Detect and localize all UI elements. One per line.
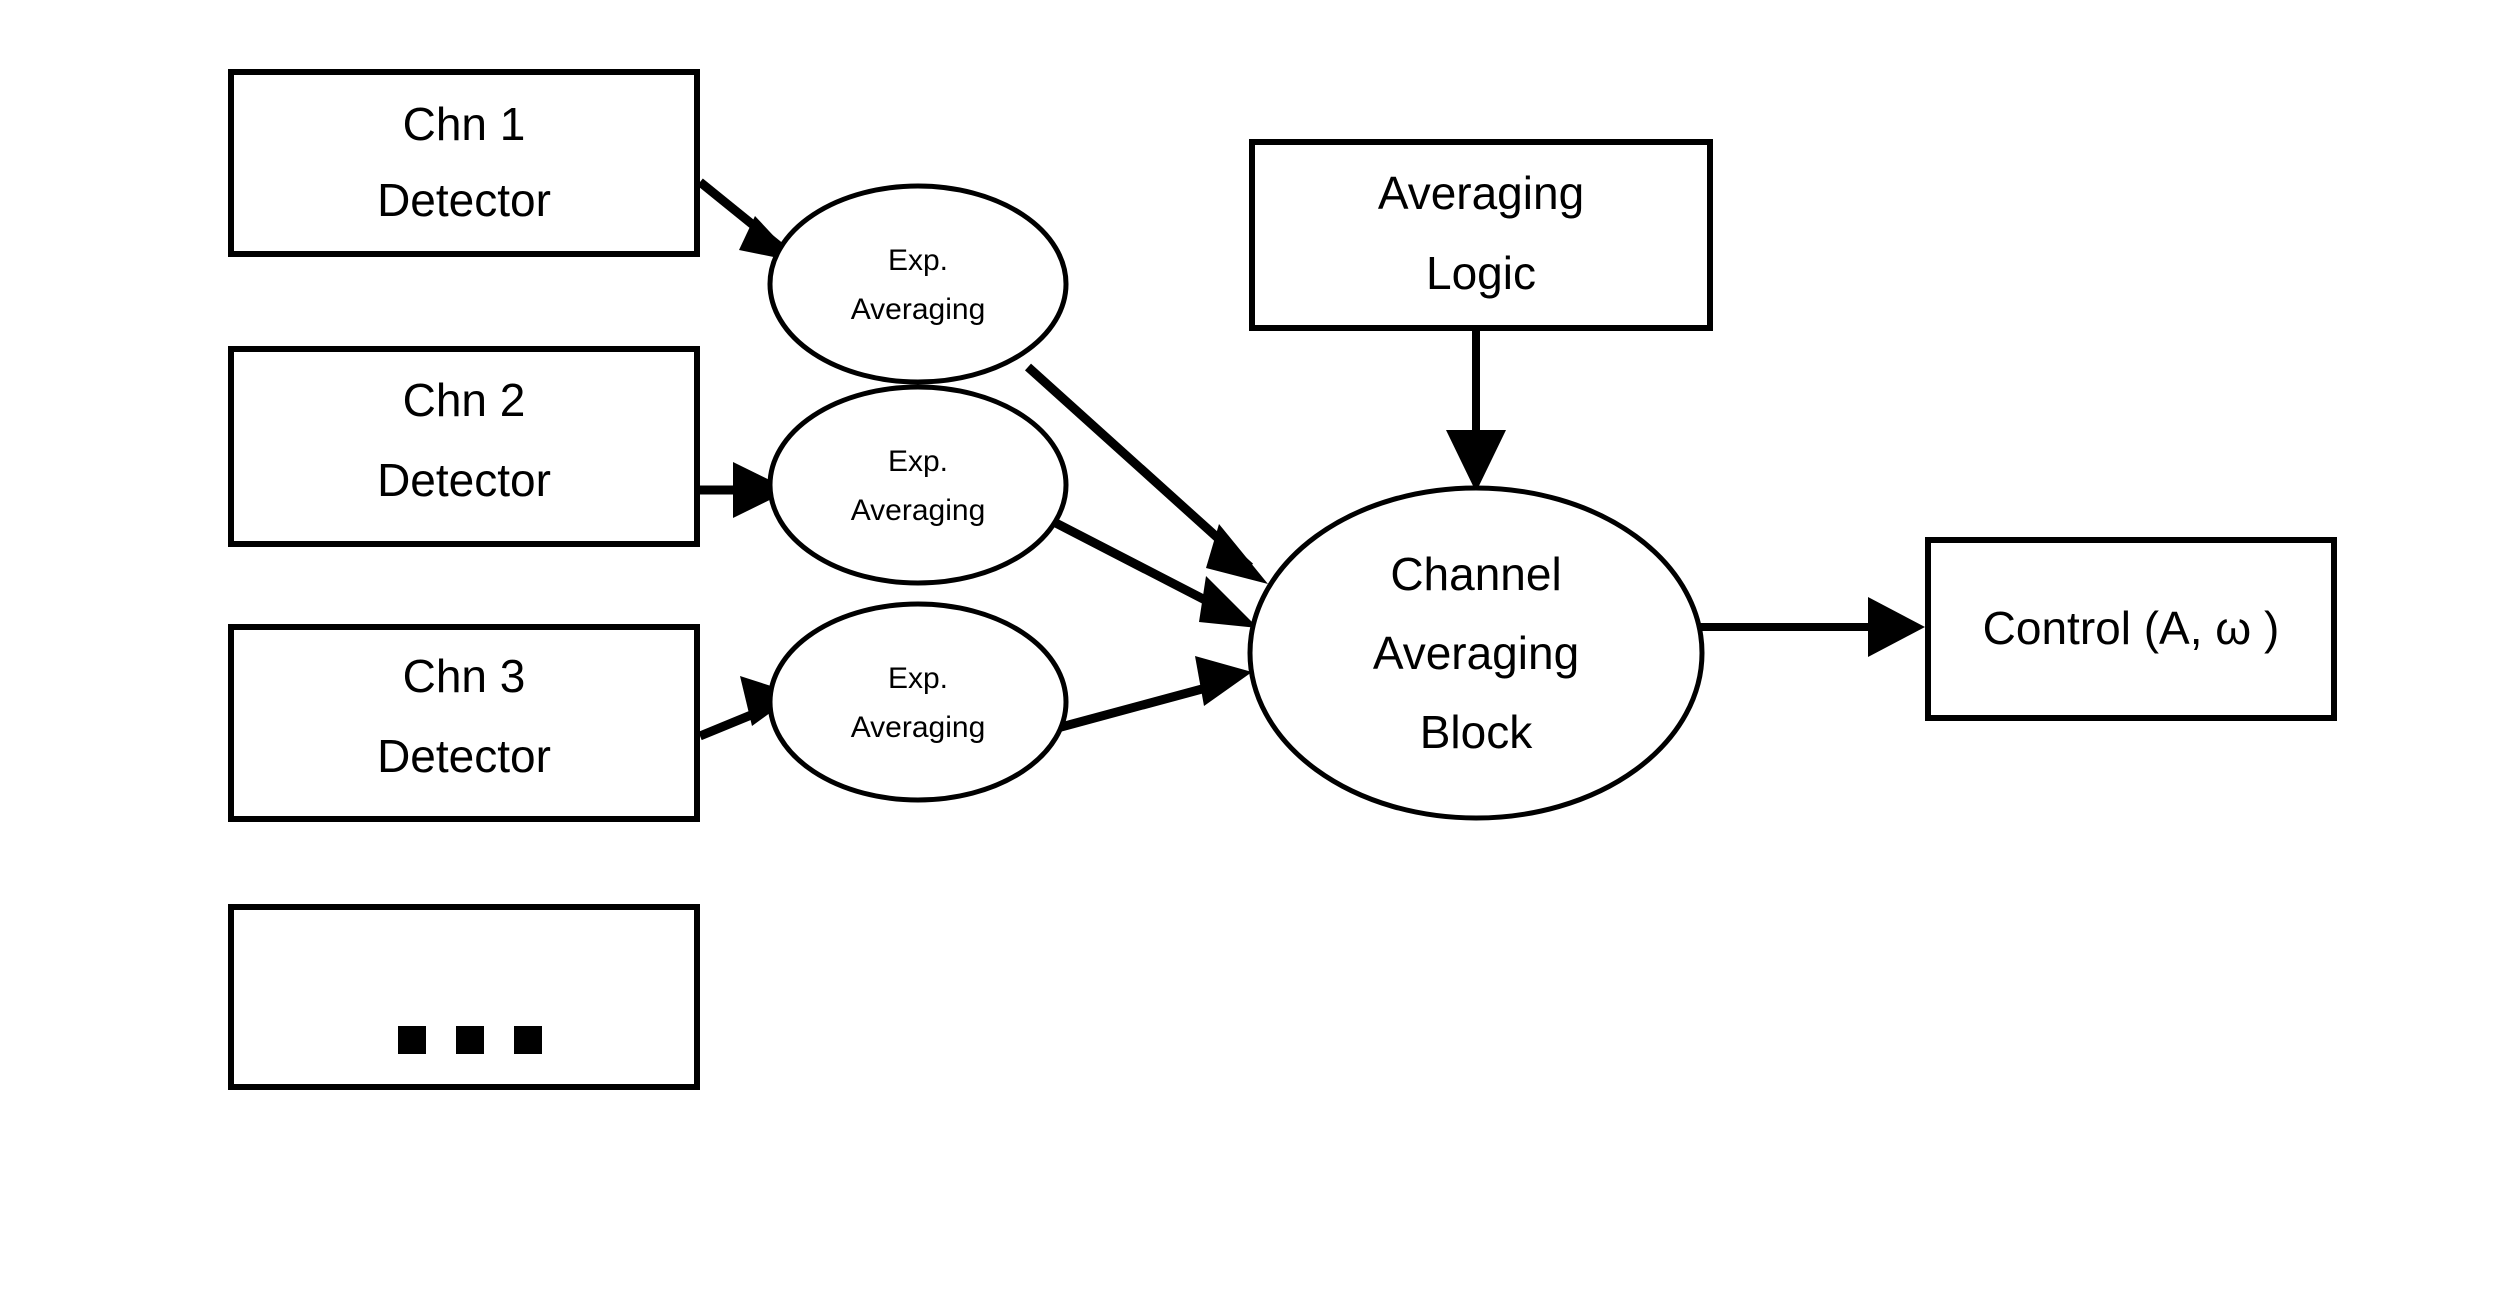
averaging-logic-box[interactable] <box>1249 139 1713 331</box>
chn2-detector-label-line1: Chn 2 <box>403 374 526 426</box>
averaging-logic-label-line1: Averaging <box>1378 167 1584 219</box>
exp-averaging-3-label-line2: Averaging <box>851 711 986 744</box>
exp-averaging-1-node[interactable]: Exp. Averaging <box>767 183 1069 385</box>
edge-exp-averaging-3-to-channel-block <box>1048 656 1252 735</box>
more-channels-box[interactable] <box>228 904 700 1090</box>
exp-averaging-2-ellipse[interactable] <box>767 384 1069 586</box>
edge-line <box>1048 677 1230 735</box>
channel-averaging-block-node[interactable]: Channel Averaging Block <box>1247 485 1705 821</box>
more-channels-node[interactable] <box>228 904 700 1090</box>
chn2-detector-node[interactable]: Chn 2 Detector <box>228 346 700 547</box>
exp-averaging-3-label-line1: Exp. <box>888 662 948 695</box>
chn1-detector-label-line2: Detector <box>377 174 551 226</box>
exp-averaging-1-ellipse[interactable] <box>767 183 1069 385</box>
exp-averaging-1-label-line1: Exp. <box>888 244 948 277</box>
edge-channel-block-to-control <box>1700 597 1925 657</box>
exp-averaging-2-node[interactable]: Exp. Averaging <box>767 384 1069 586</box>
exp-averaging-1-label-line2: Averaging <box>851 293 986 326</box>
edge-averaging-logic-to-channel-block <box>1446 328 1506 492</box>
exp-averaging-3-node[interactable]: Exp. Averaging <box>767 601 1069 803</box>
chn1-detector-box[interactable] <box>228 69 700 257</box>
chn2-detector-label-line2: Detector <box>377 454 551 506</box>
edge-chn2-to-exp-averaging-2 <box>700 462 790 518</box>
chn3-detector-label-line1: Chn 3 <box>403 650 526 702</box>
exp-averaging-2-label-line1: Exp. <box>888 445 948 478</box>
chn2-detector-box[interactable] <box>228 346 700 547</box>
chn3-detector-label-line2: Detector <box>377 730 551 782</box>
arrow-head-icon <box>1446 430 1506 492</box>
ellipsis-dot-1 <box>398 1026 426 1054</box>
ellipsis-dot-2 <box>456 1026 484 1054</box>
arrow-head-icon <box>733 462 790 518</box>
channel-averaging-block-label-line3: Block <box>1420 706 1533 758</box>
averaging-logic-node[interactable]: Averaging Logic <box>1249 139 1713 331</box>
ellipsis-dots-icon <box>398 1026 542 1054</box>
arrow-head-icon <box>1195 656 1252 706</box>
control-block-box[interactable] <box>1925 537 2337 721</box>
channel-averaging-block-ellipse[interactable] <box>1247 485 1705 821</box>
control-block-label: Control (A, ω ) <box>1983 602 2280 654</box>
channel-averaging-block-label-line2: Averaging <box>1373 627 1579 679</box>
edge-exp-averaging-1-to-channel-block <box>1024 363 1268 584</box>
edge-line <box>1024 363 1254 571</box>
averaging-logic-label-line2: Logic <box>1426 247 1536 299</box>
arrow-head-icon <box>1199 576 1258 628</box>
chn1-detector-label-line1: Chn 1 <box>403 98 526 150</box>
chn3-detector-box[interactable] <box>228 624 700 822</box>
exp-averaging-2-label-line2: Averaging <box>851 494 986 527</box>
arrow-head-icon <box>1868 597 1925 657</box>
exp-averaging-3-ellipse[interactable] <box>767 601 1069 803</box>
channel-averaging-block-label-line1: Channel <box>1390 548 1561 600</box>
edge-exp-averaging-2-to-channel-block <box>1047 516 1258 628</box>
arrow-head-icon <box>1206 524 1268 584</box>
chn1-detector-node[interactable]: Chn 1 Detector <box>228 69 700 257</box>
control-block-node[interactable]: Control (A, ω ) <box>1925 537 2337 721</box>
chn3-detector-node[interactable]: Chn 3 Detector <box>228 624 700 822</box>
ellipsis-dot-3 <box>514 1026 542 1054</box>
